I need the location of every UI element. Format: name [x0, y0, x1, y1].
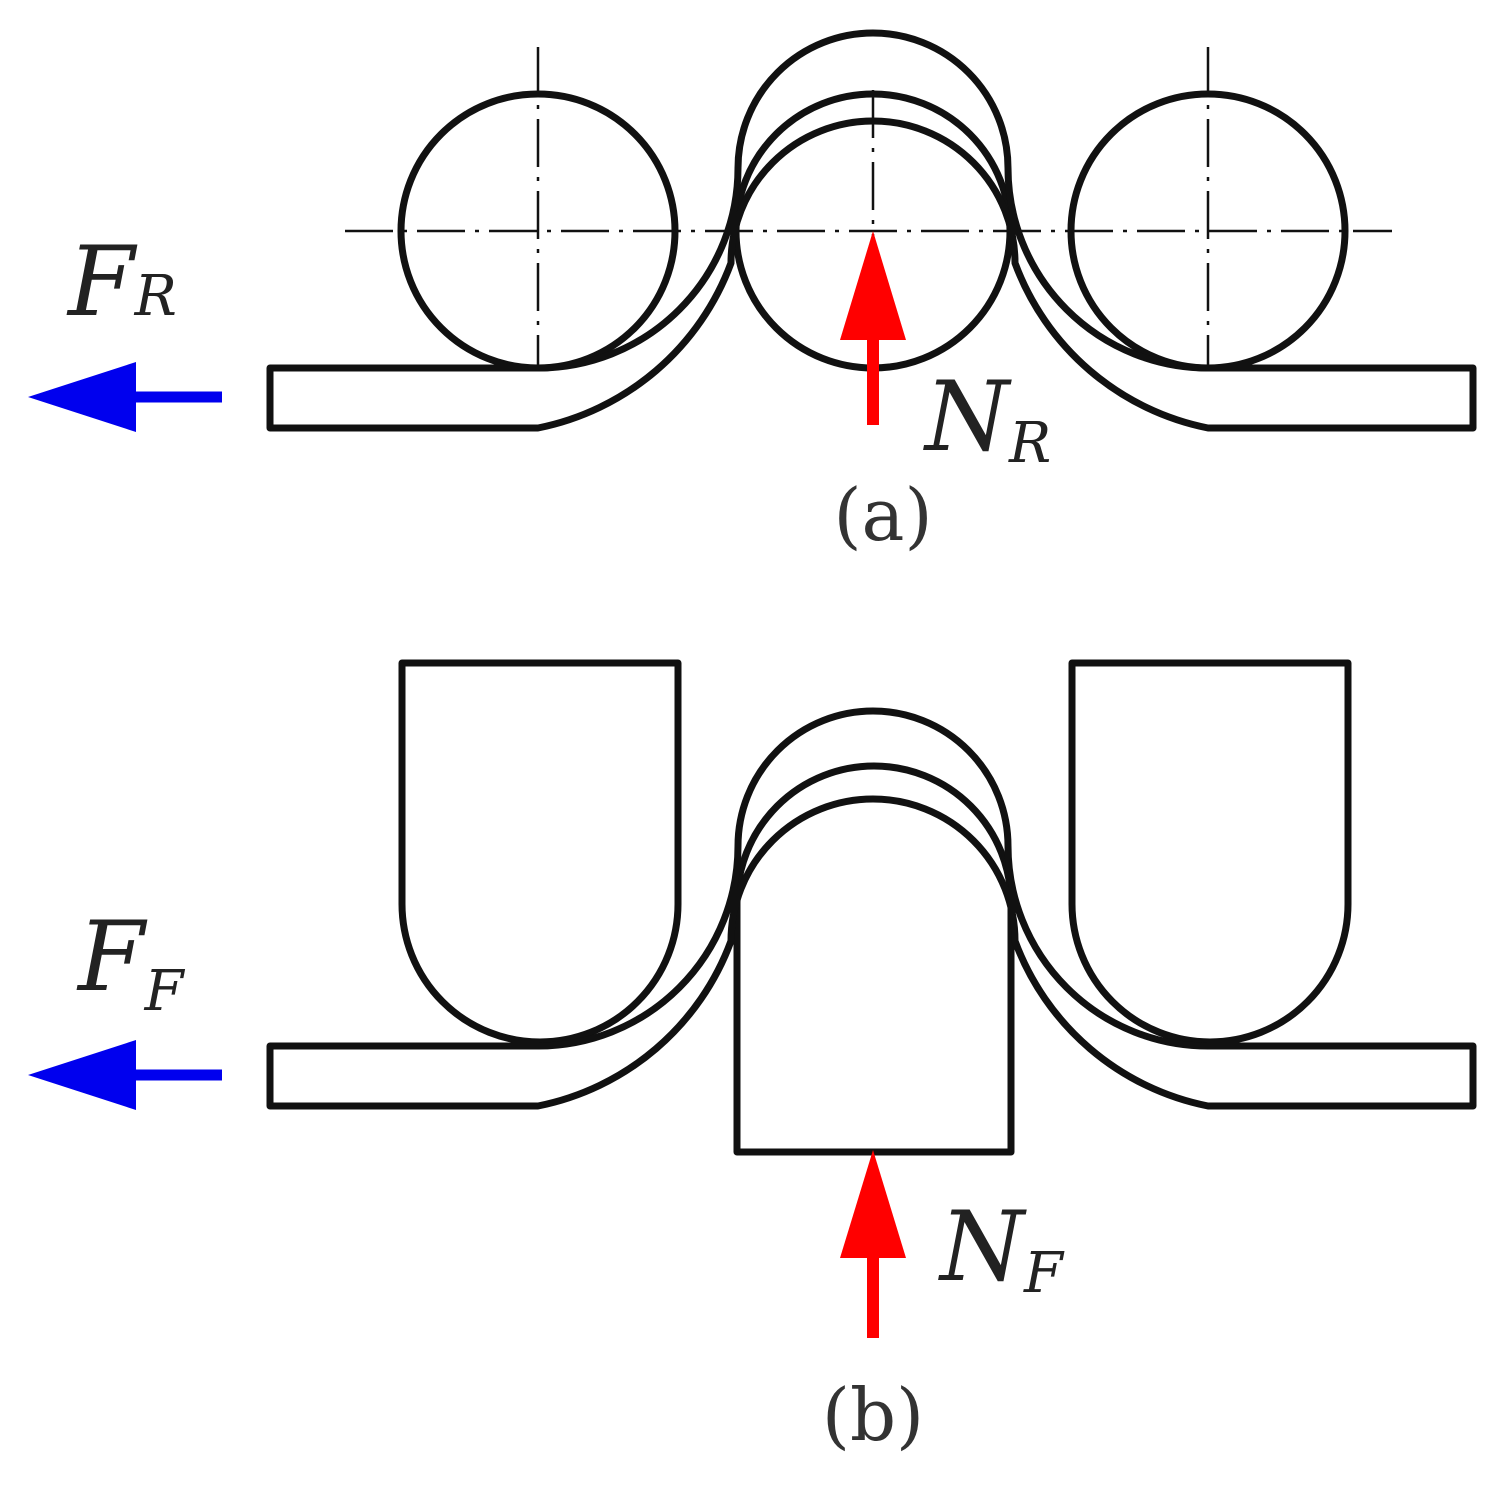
panel-label-a: (a): [833, 473, 932, 557]
middle-punch: [733, 762, 1015, 1156]
panel-a: FR NR (a): [28, 29, 1477, 557]
sheet-strip-b: [266, 707, 1477, 1110]
friction-force-label-a: FR: [66, 226, 177, 338]
normal-force-arrow-a: [840, 231, 906, 425]
panel-label-b: (b): [822, 1373, 924, 1457]
left-fixed-die: [398, 659, 682, 1046]
sheet-strip-a: [266, 29, 1477, 432]
normal-force-label-a: NR: [923, 361, 1051, 476]
friction-force-arrow-b: [28, 1040, 222, 1110]
right-fixed-die: [1068, 659, 1352, 1046]
friction-force-arrow-a: [28, 362, 222, 432]
panel-b: FF NF (b): [28, 659, 1477, 1457]
normal-force-label-b: NF: [938, 1191, 1065, 1306]
normal-force-arrow-b: [840, 1150, 906, 1338]
friction-force-label-b: FF: [76, 901, 186, 1024]
